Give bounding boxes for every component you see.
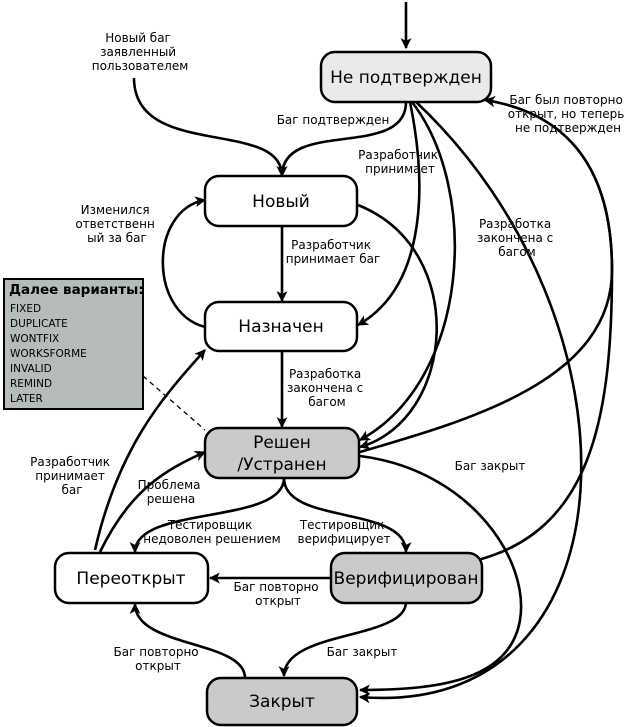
node-verified-label: Верифицирован <box>334 569 479 589</box>
legend-item: REMIND <box>10 378 52 390</box>
node-unconfirmed: Не подтвержден <box>319 50 493 104</box>
node-unconfirmed-label: Не подтвержден <box>330 68 482 88</box>
node-reopened-label: Переоткрыт <box>76 569 185 589</box>
legend-connector <box>142 375 206 431</box>
edge-unconfirmed-new <box>276 101 408 178</box>
edge-label: Баг повторно открыт <box>234 580 323 608</box>
edge-verified-closed <box>278 601 408 678</box>
edges <box>93 2 614 704</box>
edge-label: Разработка закончена с багом <box>477 217 557 259</box>
edge-verified-unconfirmed <box>477 96 614 562</box>
edge-new-resolved <box>357 203 438 450</box>
edge-unconfirmed-assigned <box>357 101 421 327</box>
node-resolved-label-2: /Устранен <box>237 455 326 475</box>
legend-item: DUPLICATE <box>10 318 68 330</box>
edge-assigned-new <box>161 196 211 330</box>
edge-label: Баг был повторно открыт, но теперь не по… <box>508 93 628 135</box>
node-resolved: Решен /Устранен <box>203 426 361 480</box>
edge-labels: Новый баг заявленный пользователем Баг п… <box>30 31 628 673</box>
edge-resolved-verified <box>282 477 412 554</box>
legend-item: INVALID <box>10 363 52 375</box>
legend-item: FIXED <box>10 303 41 315</box>
edge-label: Разработчик принимает баг <box>30 455 114 497</box>
legend-item: WORKSFORME <box>10 348 87 360</box>
node-closed-label: Закрыт <box>249 692 315 712</box>
edge-label: Новый баг заявленный пользователем <box>92 31 189 73</box>
edge-label: Разработчик принимает <box>358 148 442 176</box>
legend-item: LATER <box>10 393 43 405</box>
edge-unconfirmed-resolved <box>359 101 457 442</box>
legend-item: WONTFIX <box>10 333 59 345</box>
node-new: Новый <box>203 174 359 228</box>
edge-reopened-resolved <box>98 450 206 553</box>
edge-label: Разработка закончена с багом <box>287 367 367 409</box>
edge-label: Тестировщик недоволен решением <box>143 518 280 546</box>
edge-label: Проблема решена <box>138 478 205 506</box>
edge-unconfirmed-closed <box>358 99 583 704</box>
node-new-label: Новый <box>252 192 310 212</box>
node-reopened: Переоткрыт <box>53 551 210 605</box>
edge-reopened-assigned <box>93 349 206 551</box>
node-verified: Верифицирован <box>329 551 484 605</box>
edge-label: Баг закрыт <box>455 459 526 473</box>
edge-label: Изменился ответственн ый за баг <box>75 203 158 245</box>
edge-label: Баг повторно открыт <box>114 645 203 673</box>
node-resolved-label-1: Решен <box>253 433 311 453</box>
legend: Далее варианты: FIXED DUPLICATE WONTFIX … <box>3 278 144 410</box>
edge-label: Баг закрыт <box>327 645 398 659</box>
node-assigned: Назначен <box>203 300 359 353</box>
edge-label: Тестировщик верифицирует <box>298 518 391 546</box>
edge-resolved-reopened <box>129 477 286 554</box>
node-closed: Закрыт <box>205 676 359 727</box>
legend-title: Далее варианты: <box>9 282 144 298</box>
edge-label: Баг подтвержден <box>277 113 390 127</box>
node-assigned-label: Назначен <box>238 317 323 337</box>
edge-closed-reopened <box>129 602 247 679</box>
edge-label: Разработчик принимает баг <box>286 238 381 266</box>
edge-resolved-closed <box>358 454 523 696</box>
edge-user-report-new <box>132 77 288 178</box>
